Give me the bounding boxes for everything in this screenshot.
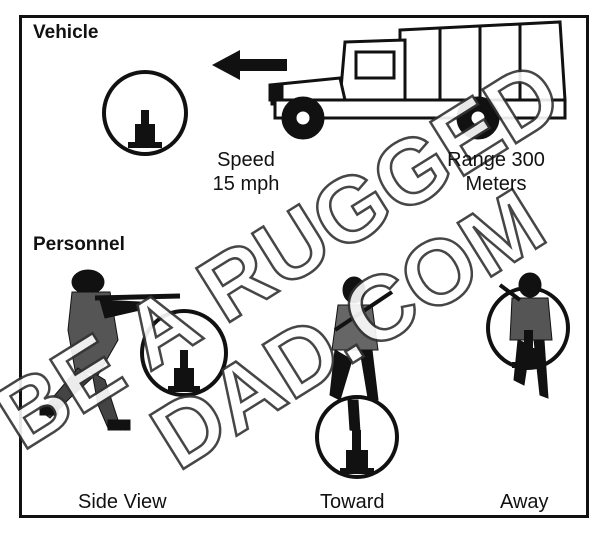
section-label-vehicle: Vehicle — [33, 22, 99, 43]
range-spec: Range 300 Meters — [428, 148, 564, 196]
diagram-frame — [19, 15, 589, 518]
soldier-running-icon — [498, 272, 553, 399]
aiming-reticle-icon — [140, 309, 228, 397]
speed-label: Speed — [217, 149, 275, 171]
aiming-reticle-icon — [102, 70, 188, 156]
caption-side-view: Side View — [78, 491, 167, 513]
soldier-aiming-icon — [39, 269, 181, 431]
soldier-running-icon — [329, 276, 394, 433]
range-value: Meters — [465, 173, 527, 195]
speed-value: 15 mph — [212, 173, 280, 195]
arrow-left-icon — [212, 50, 287, 80]
aiming-reticle-icon — [486, 286, 570, 370]
caption-away: Away — [500, 491, 549, 513]
military-truck-icon — [268, 20, 567, 140]
range-label: Range 300 — [447, 149, 545, 171]
caption-toward: Toward — [320, 491, 385, 513]
aiming-reticle-icon — [315, 395, 399, 479]
section-label-personnel: Personnel — [33, 234, 125, 255]
speed-spec: Speed 15 mph — [196, 148, 296, 196]
